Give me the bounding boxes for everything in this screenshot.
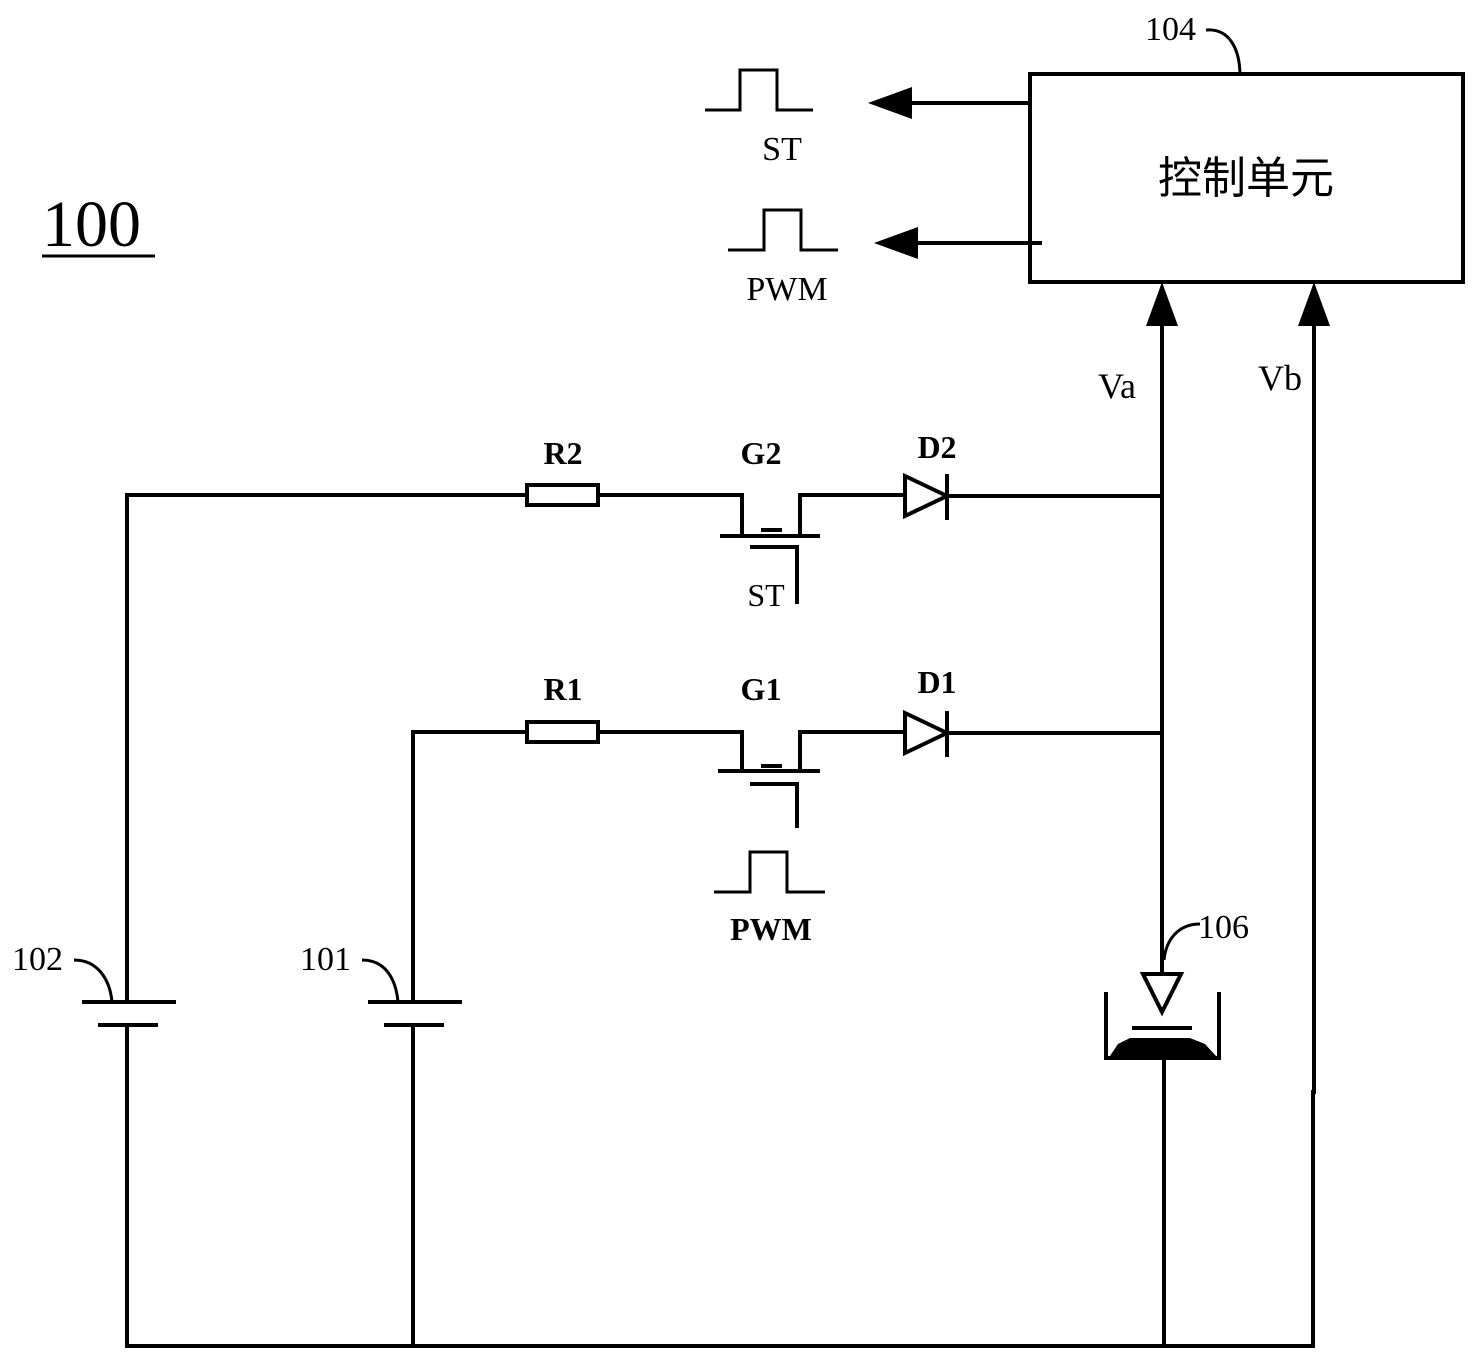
control-unit: 控制单元 104 xyxy=(1030,11,1463,282)
battery-101-label: 101 xyxy=(300,941,351,978)
resistor-r1-label: R1 xyxy=(543,671,582,707)
va-signal: Va xyxy=(1098,282,1178,972)
switch-g2-label: G2 xyxy=(741,435,782,471)
battery-102-leader xyxy=(74,960,112,1002)
load-106: 106 xyxy=(1106,909,1249,1346)
diode-d2-label: D2 xyxy=(917,429,956,465)
diode-d2-icon xyxy=(905,476,947,516)
load-sediment xyxy=(1110,1038,1216,1056)
switch-g1-gate-label: PWM xyxy=(730,911,812,947)
branch-lower: R1 G1 PWM D1 xyxy=(413,664,1162,1002)
pwm-output-label: PWM xyxy=(746,271,827,308)
battery-102-label: 102 xyxy=(12,941,63,978)
figure-label-text: 100 xyxy=(42,188,141,261)
diode-d1-label: D1 xyxy=(917,664,956,700)
vb-line xyxy=(1313,326,1314,1346)
control-unit-text: 控制单元 xyxy=(1158,154,1334,203)
g1-pwm-pulse-icon xyxy=(714,852,825,892)
va-label: Va xyxy=(1098,366,1136,406)
diode-d1-icon xyxy=(905,713,947,753)
resistor-r2 xyxy=(527,485,598,505)
st-output-arrowhead xyxy=(868,87,912,119)
va-arrowhead xyxy=(1146,282,1178,326)
pwm-output-arrowhead xyxy=(874,227,918,259)
branch-upper: R2 G2 ST D2 xyxy=(127,429,1162,1002)
g1-gate xyxy=(752,784,797,826)
switch-g2-gate-label: ST xyxy=(747,577,785,613)
resistor-r1 xyxy=(527,722,598,742)
pwm-pulse-icon xyxy=(728,210,838,250)
output-pwm: PWM xyxy=(728,210,1040,308)
load-106-label: 106 xyxy=(1198,909,1249,946)
vb-signal: Vb xyxy=(1258,282,1330,1346)
resistor-r2-label: R2 xyxy=(543,435,582,471)
vb-arrowhead xyxy=(1298,282,1330,326)
battery-102: 102 xyxy=(12,941,174,1346)
st-output-label: ST xyxy=(762,131,802,168)
figure-label: 100 xyxy=(42,188,155,261)
vb-label: Vb xyxy=(1258,358,1302,398)
battery-101-leader xyxy=(362,960,398,1002)
control-unit-leader xyxy=(1206,30,1240,76)
load-electrode-icon xyxy=(1143,974,1181,1012)
battery-101: 101 xyxy=(300,941,460,1346)
control-unit-ref: 104 xyxy=(1145,11,1196,48)
output-st: ST xyxy=(705,70,1030,168)
switch-g1-label: G1 xyxy=(741,671,782,707)
load-106-leader xyxy=(1164,924,1200,960)
st-pulse-icon xyxy=(705,70,813,110)
